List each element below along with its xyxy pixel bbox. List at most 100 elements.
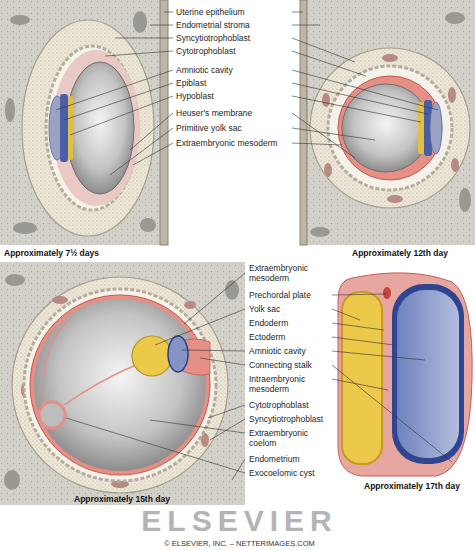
watermark: ELSEVIER <box>141 504 337 537</box>
part-label-box: Cytotrophoblast <box>176 46 236 56</box>
leader-lines-part <box>70 96 173 135</box>
panel-15-days-part <box>34 299 206 471</box>
panel-12-days-part <box>310 227 330 237</box>
panel-15-days-part <box>52 296 68 304</box>
leader-lines-part <box>130 113 173 150</box>
panel-15-days <box>0 262 245 505</box>
panel-7-days-part <box>52 50 140 206</box>
leader-lines-part <box>292 96 421 122</box>
leader-lines-part <box>155 309 245 345</box>
stage-caption: Approximately 17th day <box>364 481 460 491</box>
leader-lines-part <box>292 51 366 76</box>
leader-lines-part <box>332 365 452 462</box>
panel-15-days-part <box>168 336 188 372</box>
part-label: Yolk sac <box>249 304 280 314</box>
panel-15-days-part <box>43 318 70 404</box>
panel-7-days-part <box>140 218 156 232</box>
panel-15-days-part <box>39 402 65 428</box>
leader-lines-part <box>292 143 342 145</box>
part-label-box: Extraembryonic mesoderm <box>176 138 278 148</box>
leader-lines-part <box>292 25 320 26</box>
leader-lines-part <box>64 83 173 120</box>
leader-lines-part <box>133 143 173 165</box>
part-label: Endometrium <box>249 454 300 464</box>
panel-15-days-part <box>0 262 245 505</box>
part-label-box: Syncytiotrophoblast <box>176 33 250 43</box>
panel-7-days <box>0 0 168 245</box>
leader-lines-part <box>332 309 360 320</box>
stage-caption: Approximately 15th day <box>74 494 170 504</box>
panel-15-days-part <box>24 289 216 481</box>
part-label: Heuser's membrane <box>176 108 252 118</box>
part-label: Syncytiotrophoblast <box>249 414 323 424</box>
panel-12-days-part <box>448 87 456 103</box>
part-label: Cytotrophoblast <box>176 46 236 56</box>
part-label-box: Endoderm <box>249 318 329 328</box>
panel-7-days-part <box>60 94 68 162</box>
part-label-box: Exocoelomic cyst <box>249 468 331 478</box>
leader-lines-part <box>200 358 245 365</box>
part-label-box: Amniotic cavity <box>176 65 233 75</box>
panel-12-days-part <box>387 195 403 203</box>
part-label: Ectoderm <box>249 332 285 342</box>
panel-7-days-part <box>133 11 147 33</box>
panel-17-days-part <box>397 290 459 458</box>
leader-lines-part <box>292 83 428 114</box>
panel-15-days-part <box>225 280 239 300</box>
panel-15-days-part <box>4 470 20 490</box>
stage-caption: Approximately 12th day <box>352 248 448 258</box>
panel-12-days-part <box>445 12 465 24</box>
watermark-box: ELSEVIER <box>2 505 475 537</box>
stage-caption-box: Approximately 15th day <box>74 494 170 504</box>
panel-15-days-part <box>64 364 138 405</box>
part-label: Prechordal plate <box>249 290 311 300</box>
part-label-box: Extraembryonic coelom <box>249 428 329 448</box>
panel-15-days-part <box>5 274 25 286</box>
part-label: Epiblast <box>176 78 206 88</box>
panel-12-days-part <box>382 54 398 62</box>
stage-caption-box: Approximately 12th day <box>352 248 448 258</box>
panel-12-days-part <box>300 0 307 245</box>
leader-lines-part <box>292 38 355 62</box>
part-label-box: Heuser's membrane <box>176 108 252 118</box>
leader-lines-part <box>332 294 386 295</box>
part-label: Primitive yolk sac <box>176 123 242 133</box>
panel-12-days-part <box>322 93 330 107</box>
part-label: Hypoblast <box>176 91 214 101</box>
panel-12-days <box>300 0 475 245</box>
panel-15-days-part <box>201 433 209 447</box>
leader-lines-part <box>184 273 245 324</box>
panel-12-days-part <box>300 0 475 245</box>
part-label: Connecting stalk <box>249 360 312 370</box>
part-label-box: Yolk sac <box>249 304 329 314</box>
leader-lines-part <box>115 38 173 39</box>
panel-15-days-part <box>12 277 228 493</box>
part-label: Amniotic cavity <box>249 346 306 356</box>
panel-12-days-part <box>459 188 471 212</box>
panel-17-days-part <box>338 273 472 476</box>
part-label-box: Syncytiotrophoblast <box>249 414 331 424</box>
part-label-box: Connecting stalk <box>249 360 329 370</box>
part-label: Amniotic cavity <box>176 65 233 75</box>
stage-caption: Approximately 7½ days <box>4 248 99 258</box>
panel-7-days-part <box>160 0 168 245</box>
part-label: Extraembryonic mesoderm <box>249 263 308 283</box>
part-label-box: Ectoderm <box>249 332 329 342</box>
part-label-box: Primitive yolk sac <box>176 123 242 133</box>
panel-15-days-part <box>30 295 210 475</box>
leader-lines-part <box>182 350 245 351</box>
leader-lines-part <box>332 351 425 360</box>
part-label-box: Endometrial stroma <box>176 20 250 30</box>
part-label: Uterine epithelium <box>176 7 245 17</box>
part-label-box: Cytotrophoblast <box>249 400 331 410</box>
leader-lines-part <box>332 379 388 390</box>
part-label: Syncytiotrophoblast <box>176 33 250 43</box>
panel-17-days <box>338 273 472 476</box>
panel-17-days-part <box>383 287 391 299</box>
panel-12-days-part <box>451 158 459 172</box>
part-label-box: Intraembryonic mesoderm <box>249 374 329 394</box>
part-label-box: Endometrium <box>249 454 331 464</box>
copyright-notice-box: © ELSEVIER, INC. – NETTERIMAGES.COM <box>2 539 475 549</box>
